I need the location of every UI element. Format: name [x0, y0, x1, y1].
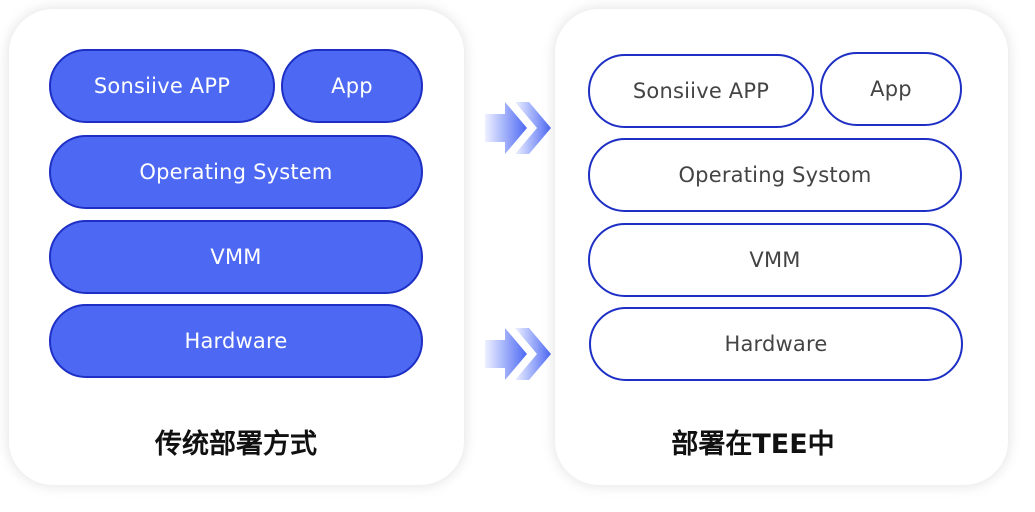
right-app-label: App [870, 77, 912, 101]
right-os-layer: Operating Systom [588, 138, 962, 212]
double-chevron-right-arrow-icon [485, 102, 551, 154]
left-os-layer: Operating System [49, 135, 423, 209]
left-vmm-layer: VMM [49, 220, 423, 294]
left-os-label: Operating System [139, 160, 333, 184]
right-hardware-layer: Hardware [589, 307, 963, 381]
right-vmm-layer: VMM [588, 223, 962, 297]
left-hardware-label: Hardware [184, 329, 288, 353]
left-app-label: App [331, 74, 373, 98]
left-sensitive-app-layer: Sonsiive APP [49, 49, 275, 123]
right-caption: 部署在TEE中 [671, 429, 835, 460]
left-caption: 传统部署方式 [155, 429, 317, 460]
left-hardware-layer: Hardware [49, 304, 423, 378]
right-os-label: Operating Systom [678, 163, 872, 187]
right-vmm-label: VMM [749, 248, 801, 272]
left-vmm-label: VMM [210, 245, 262, 269]
right-app-layer: App [820, 52, 962, 126]
left-app-layer: App [281, 49, 423, 123]
right-sensitive-app-layer: Sonsiive APP [588, 54, 814, 128]
right-sensitive-app-label: Sonsiive APP [632, 79, 770, 103]
right-hardware-label: Hardware [724, 332, 828, 356]
double-chevron-right-arrow-icon [485, 328, 551, 380]
left-sensitive-app-label: Sonsiive APP [93, 74, 231, 98]
